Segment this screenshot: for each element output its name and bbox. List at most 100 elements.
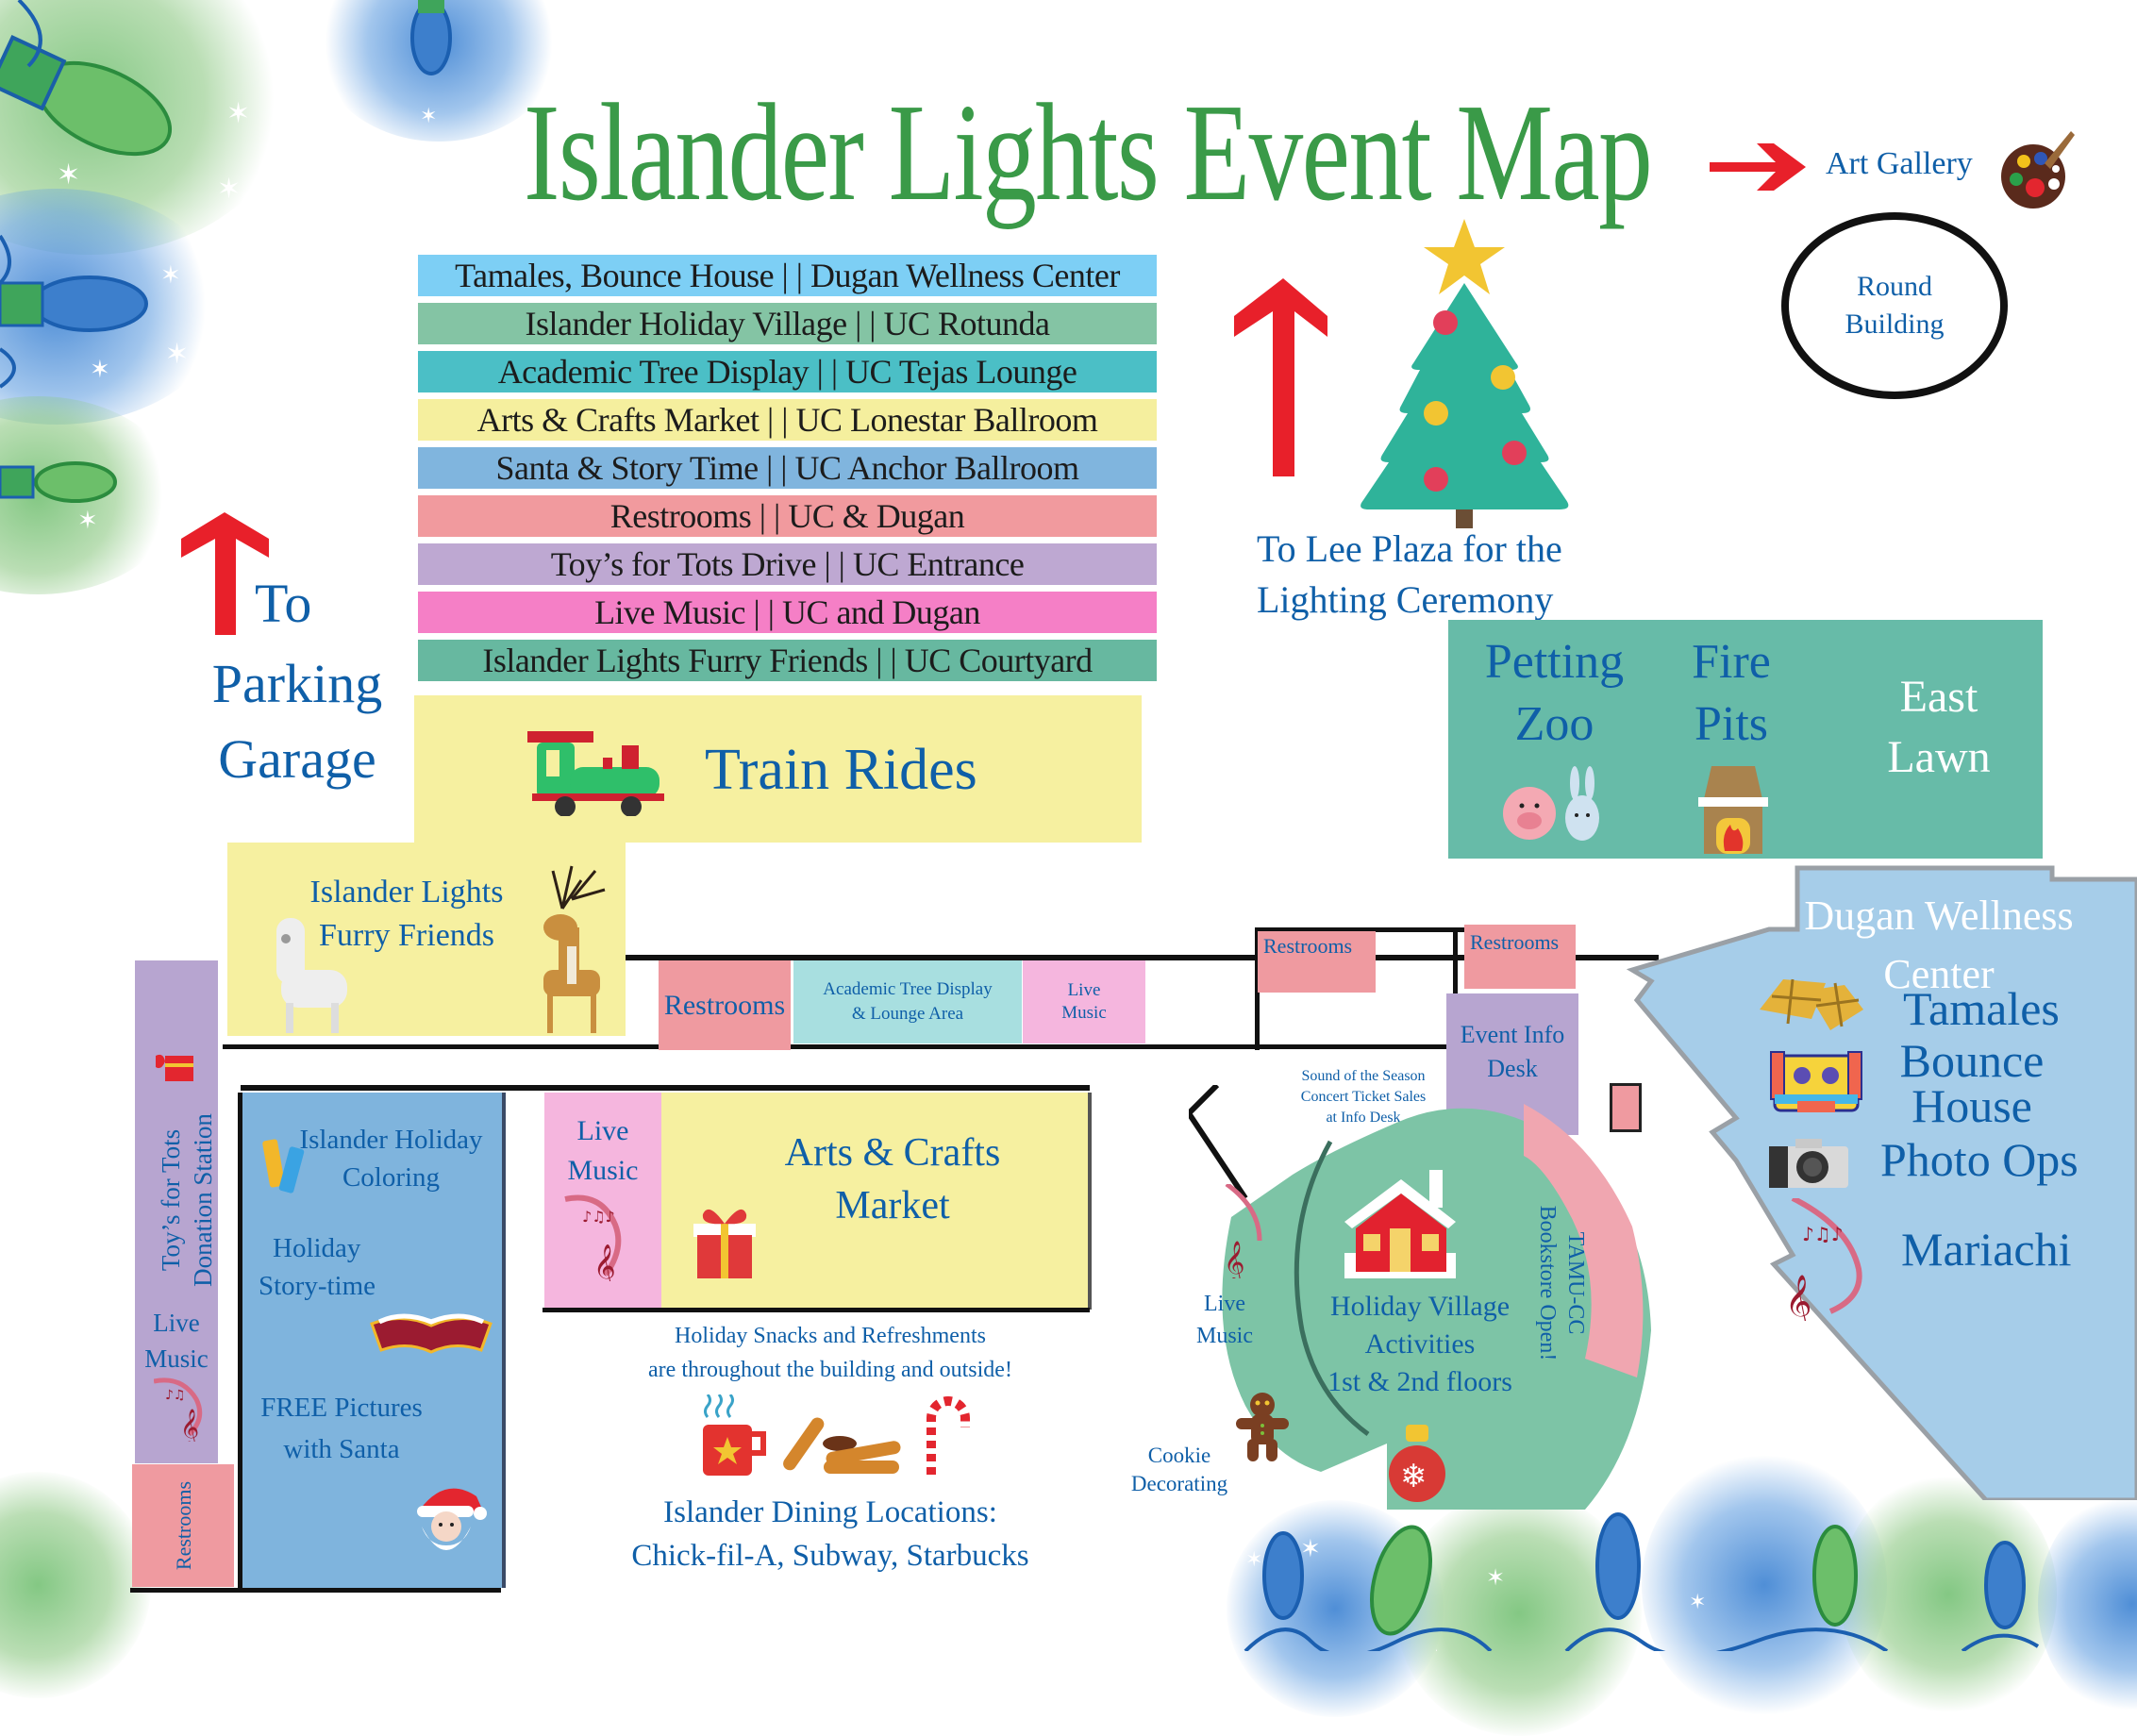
live-music-upper-room[interactable]: Live Music [1023,960,1145,1043]
rotunda-shape [1189,1085,1651,1510]
legend-item-tamales: Tamales, Bounce House | | Dugan Wellness… [418,255,1157,296]
svg-text:✶: ✶ [165,338,189,371]
restrooms-label: Restrooms [172,1480,195,1571]
svg-text:𝄞: 𝄞 [1785,1275,1811,1321]
photo-ops-label: Photo Ops [1880,1133,2079,1186]
snacks-icons [703,1394,970,1476]
legend-item-restrooms: Restrooms | | UC & Dugan [418,495,1157,537]
train-rides-label: Train Rides [705,738,977,802]
svg-text:✶: ✶ [77,507,98,535]
arrow-up-icon [1234,278,1327,476]
restrooms-upper-left[interactable]: Restrooms [659,960,791,1050]
svg-text:✶: ✶ [1486,1564,1505,1591]
reindeer-icon [543,865,606,1033]
wall [1453,927,1458,998]
gift-icon [693,1209,756,1278]
dugan-wellness-shape [1626,865,2137,1500]
parking-label: To [255,573,312,634]
christmas-lights-bottom-icon: ✶✶✶✶✶ [1244,1512,2040,1651]
legend: Tamales, Bounce House | | Dugan Wellness… [418,255,1157,688]
fireplace-icon [1698,766,1768,854]
restrooms-label: Restrooms [1263,934,1353,958]
svg-text:✶: ✶ [217,173,241,206]
churros-icon [783,1417,901,1474]
svg-text:𝄞: 𝄞 [593,1244,616,1281]
round-building-label: Building [1845,309,1945,340]
tamales-icon [1760,978,1863,1030]
candy-cane-icon [927,1396,970,1475]
legend-item-holiday-village: Islander Holiday Village | | UC Rotunda [418,303,1157,344]
legend-item-toys-for-tots: Toy’s for Tots Drive | | UC Entrance [418,543,1157,585]
lee-plaza-label: Lighting Ceremony [1257,578,1554,621]
mariachi-label: Mariachi [1901,1223,2072,1276]
arrow-right-icon [1710,143,1806,191]
music-notes-icon: 𝄞 ♪♫ [154,1377,203,1442]
legend-item-furry-friends: Islander Lights Furry Friends | | UC Cou… [418,640,1157,681]
round-building[interactable]: Round Building [1781,212,2008,399]
tamales-label: Tamales [1903,982,2060,1035]
live-music-label: Music [1061,1003,1107,1023]
svg-text:✶: ✶ [226,97,250,130]
svg-text:𝄞: 𝄞 [1224,1241,1244,1278]
art-gallery-label[interactable]: Art Gallery [1826,146,1973,181]
svg-text:✶: ✶ [1245,1548,1262,1572]
svg-text:𝄞: 𝄞 [180,1409,199,1442]
paint-palette-icon [2001,131,2075,209]
wall [1255,927,1491,932]
gift-icon [156,1054,193,1081]
restrooms-right[interactable]: Restrooms [1464,925,1576,989]
music-notes-icon: 𝄞 ♪♫♪ [564,1194,622,1281]
camera-icon [1769,1139,1848,1188]
wall [626,955,1659,960]
wall [241,1085,1090,1091]
academic-tree-label: Academic Tree Display [823,979,993,999]
svg-text:✶: ✶ [1300,1535,1321,1563]
academic-tree-display-room[interactable]: Academic Tree Display & Lounge Area [793,960,1022,1043]
svg-text:❄: ❄ [1400,1458,1427,1495]
lee-plaza-direction[interactable]: To Lee Plaza for the Lighting Ceremony [1257,524,1562,626]
parking-garage-direction[interactable]: Parking Garage [198,646,396,797]
christmas-tree-icon [1361,219,1569,528]
santa-icon [417,1488,487,1550]
christmas-light-top-icon: ✶ ✶ [410,0,452,123]
svg-text:✶: ✶ [57,159,80,192]
svg-text:♪♫: ♪♫ [165,1388,186,1403]
restrooms-mid[interactable]: Restrooms [1258,931,1376,993]
train-icon [527,731,664,816]
wall [223,1044,1572,1049]
restrooms-label: Restrooms [1470,930,1560,954]
train-rides-zone[interactable]: Train Rides [414,695,1142,843]
bounce-house-icon [1770,1051,1862,1112]
pig-bunny-icon [1503,766,1599,841]
svg-text:♪♫♪: ♪♫♪ [582,1208,615,1226]
legend-item-academic-tree: Academic Tree Display | | UC Tejas Loung… [418,351,1157,392]
wall [1255,927,1260,1050]
svg-text:✶: ✶ [420,105,437,123]
event-info-label: Desk [1487,1055,1538,1082]
music-notes-icon: 𝄞♪♫♪ [1785,1198,1862,1321]
restrooms-bottom-left[interactable]: Restrooms [132,1464,234,1587]
